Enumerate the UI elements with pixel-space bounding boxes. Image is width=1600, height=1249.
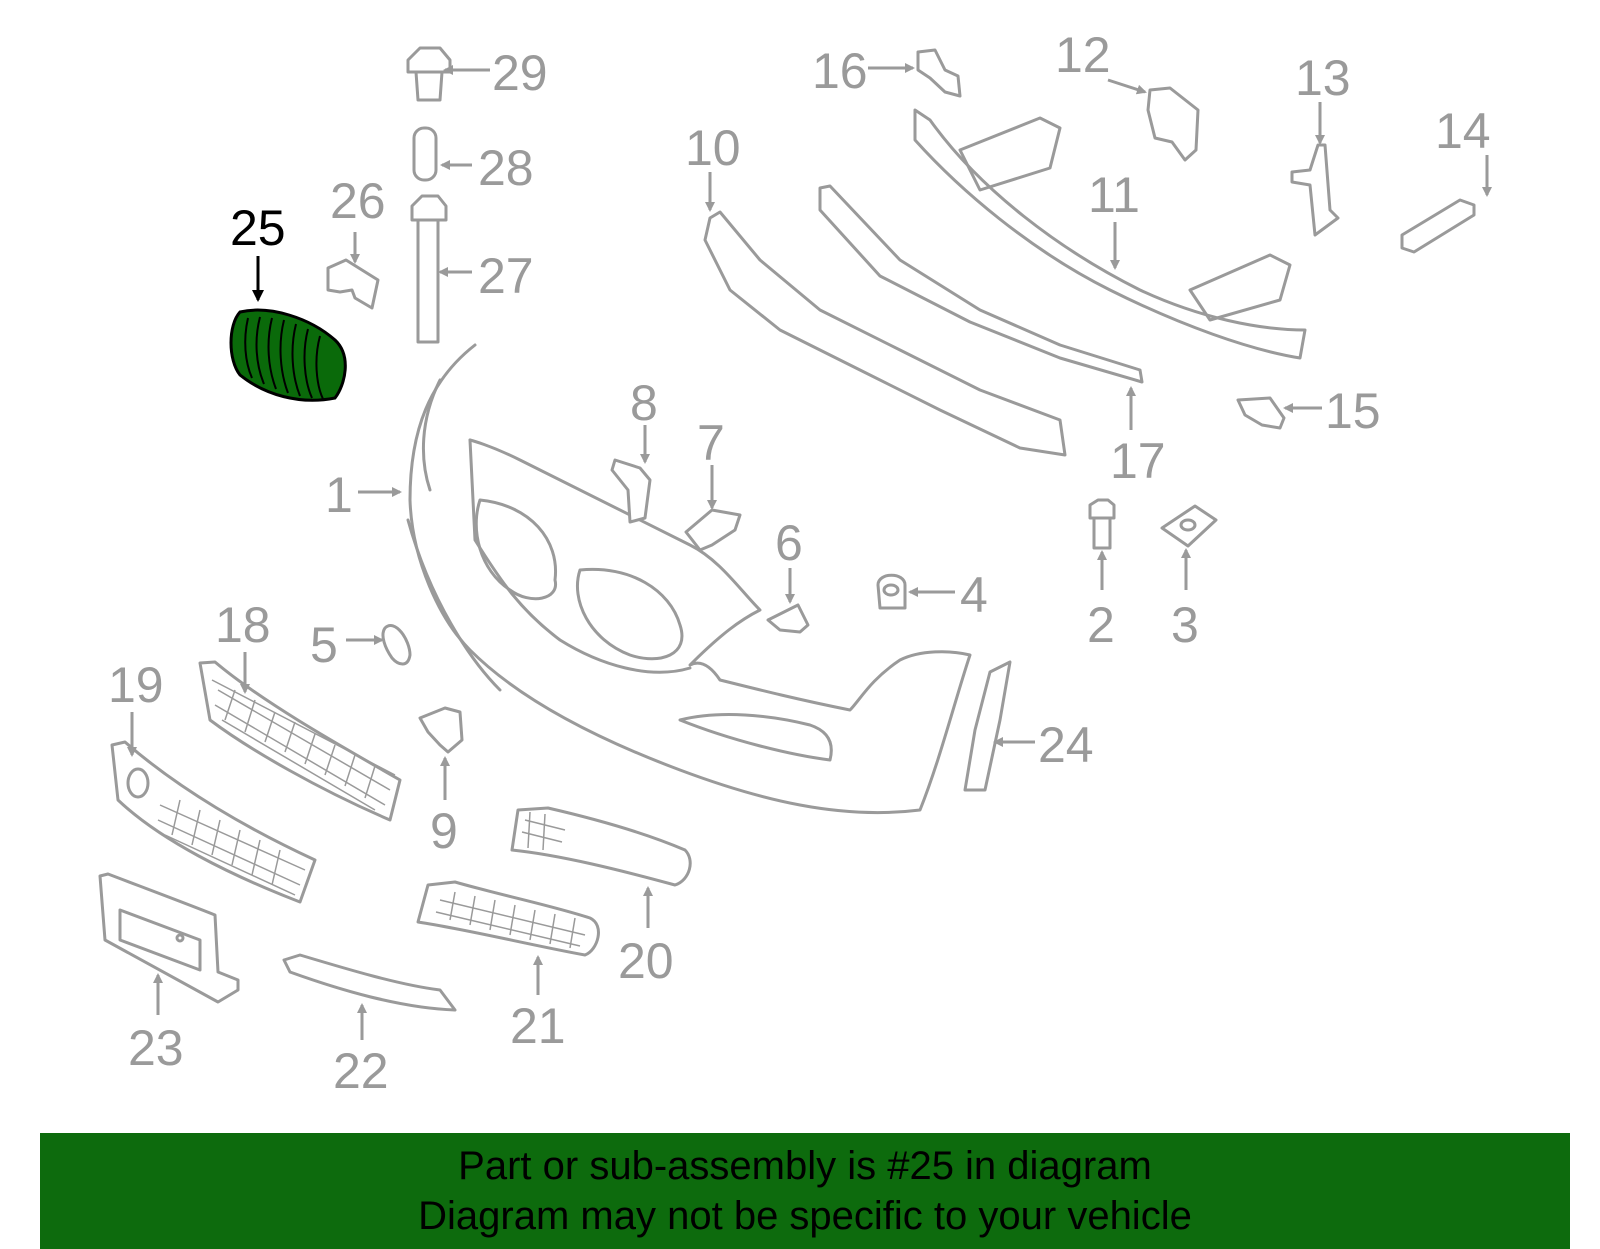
part-28-pin[interactable] [412, 126, 438, 182]
part-29-clip[interactable] [406, 46, 452, 102]
callout-22: 22 [333, 1043, 389, 1099]
callout-16: 16 [812, 43, 868, 99]
callout-24: 24 [1038, 717, 1094, 773]
part-25-kidney-grille[interactable] [229, 308, 347, 402]
callout-29: 29 [492, 45, 548, 101]
callout-6: 6 [775, 515, 803, 571]
callout-5: 5 [310, 617, 338, 673]
callout-2: 2 [1087, 597, 1115, 653]
callout-19: 19 [108, 657, 164, 713]
part-27-bolt[interactable] [410, 194, 448, 344]
callout-21: 21 [510, 998, 566, 1054]
callout-27: 27 [478, 248, 534, 304]
callout-labels: 29 28 27 26 25 1 10 11 17 16 12 13 14 15… [108, 27, 1491, 1099]
callout-10: 10 [685, 120, 741, 176]
callout-12: 12 [1055, 27, 1111, 83]
part-16-bracket[interactable] [916, 48, 962, 98]
info-banner: Part or sub-assembly is #25 in diagram D… [40, 1133, 1570, 1249]
part-17-bracket-strip[interactable] [818, 184, 1144, 384]
part-18-lower-grille[interactable] [198, 660, 402, 822]
part-6-bracket[interactable] [766, 603, 810, 634]
callout-18: 18 [215, 597, 271, 653]
part-12-bracket[interactable] [1146, 86, 1200, 162]
part-10-energy-absorber[interactable] [703, 210, 1067, 457]
part-13-bracket[interactable] [1290, 143, 1340, 237]
part-1-bumper-cover[interactable] [406, 343, 972, 815]
part-23-license-bracket[interactable] [98, 872, 240, 1004]
callout-3: 3 [1171, 597, 1199, 653]
callout-26: 26 [330, 173, 386, 229]
callout-4: 4 [960, 567, 988, 623]
part-11-impact-bar[interactable] [913, 108, 1307, 360]
callout-25: 25 [230, 200, 286, 256]
part-19-lower-grille[interactable] [110, 740, 317, 904]
callout-11: 11 [1088, 167, 1140, 223]
part-8-bracket[interactable] [610, 458, 652, 524]
callout-28: 28 [478, 140, 534, 196]
part-22-trim-strip[interactable] [282, 953, 457, 1012]
banner-line-2: Diagram may not be specific to your vehi… [418, 1194, 1192, 1238]
callout-9: 9 [430, 803, 458, 859]
callout-7: 7 [697, 415, 725, 471]
part-14-block[interactable] [1400, 198, 1476, 254]
part-4-bracket[interactable] [876, 573, 907, 610]
part-9-bracket[interactable] [418, 706, 464, 754]
leader-lines [127, 63, 1492, 1040]
callout-15: 15 [1325, 383, 1381, 439]
part-3-clip-nut[interactable] [1160, 504, 1218, 548]
part-2-bolt[interactable] [1088, 498, 1116, 550]
callout-20: 20 [618, 933, 674, 989]
banner-line-1: Part or sub-assembly is #25 in diagram [458, 1144, 1152, 1188]
part-20-trim[interactable] [510, 806, 692, 887]
part-26-bracket[interactable] [326, 258, 380, 310]
callout-14: 14 [1435, 103, 1491, 159]
callout-13: 13 [1295, 50, 1351, 106]
callout-1: 1 [325, 467, 353, 523]
callout-17: 17 [1110, 433, 1166, 489]
part-15-bracket[interactable] [1236, 396, 1286, 430]
part-5-cap[interactable] [381, 624, 412, 666]
part-7-bracket[interactable] [684, 508, 742, 552]
callout-23: 23 [128, 1020, 184, 1076]
part-21-grille[interactable] [416, 880, 600, 957]
callout-8: 8 [630, 375, 658, 431]
part-24-trim-strip[interactable] [963, 660, 1012, 792]
